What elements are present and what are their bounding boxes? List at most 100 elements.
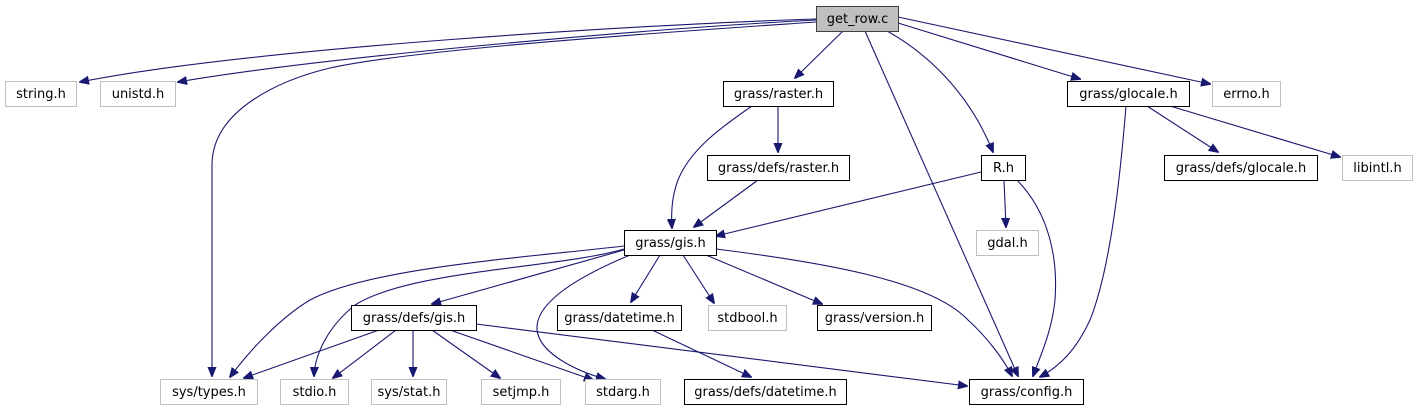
node-grass-defs-glocale-h[interactable]: grass/defs/glocale.h [1164,155,1318,181]
node-grass-defs-datetime-h[interactable]: grass/defs/datetime.h [684,379,847,405]
node-box [557,305,682,331]
node-box [684,379,847,405]
node-sys-types-h: sys/types.h [160,379,258,405]
edge-arrow [682,254,714,303]
edge-arrow [80,18,817,82]
node-label: sys/types.h [172,385,246,400]
edge-arrow [1004,179,1006,227]
edge-get-row-c-to-grass-raster-h [795,30,844,78]
node-R-h[interactable]: R.h [981,155,1026,181]
node-grass-datetime-h[interactable]: grass/datetime.h [557,305,682,331]
edge-arrow [1016,179,1057,376]
edge-grass-gis-h-to-grass-datetime-h [631,254,661,302]
node-grass-config-h[interactable]: grass/config.h [969,379,1084,405]
node-get-row-c[interactable]: get_row.c [816,6,899,32]
edge-arrow [694,179,759,227]
edge-grass-defs-raster-h-to-grass-gis-h [694,179,759,227]
nodes-layer: get_row.c string.h unistd.h grass/raster.h g… [5,6,1413,405]
edge-grass-glocale-h-to-grass-defs-glocale-h [1146,105,1218,152]
edge-arrow [631,254,661,302]
node-box [280,379,349,405]
node-label: grass/defs/raster.h [718,161,839,176]
node-label: grass/raster.h [734,87,823,102]
node-box [585,379,661,405]
edge-arrow [886,30,993,152]
edge-arrow [795,30,844,78]
node-grass-glocale-h[interactable]: grass/glocale.h [1067,81,1190,107]
node-unistd-h: unistd.h [100,81,176,107]
node-label: grass/version.h [825,311,924,326]
edge-grass-glocale-h-to-grass-config-h [1040,105,1127,377]
node-grass-gis-h[interactable]: grass/gis.h [624,230,717,256]
edge-arrow [897,22,1080,79]
edge-get-row-c-to-errno-h [897,16,1210,84]
node-label: setjmp.h [493,385,550,400]
edge-grass-defs-gis-h-to-sys-types-h [244,329,380,378]
edge-grass-gis-h-to-stdbool-h [682,254,714,303]
edge-arrow [178,19,817,82]
edge-arrow [672,105,753,228]
node-string-h: string.h [5,81,77,107]
node-label: stdarg.h [596,385,650,400]
node-label: string.h [16,87,66,102]
edge-R-h-to-gdal-h [1004,179,1006,227]
node-label: sys/stat.h [378,385,441,400]
node-box [371,379,447,405]
edge-grass-gis-h-to-grass-version-h [705,254,822,304]
node-box [708,305,787,331]
edge-arrow [314,248,625,376]
edge-arrow [333,329,397,378]
edge-arrow [897,16,1210,84]
node-grass-raster-h[interactable]: grass/raster.h [723,81,834,107]
node-box [969,379,1084,405]
edge-grass-datetime-h-to-grass-defs-datetime-h [651,329,751,377]
node-gdal-h: gdal.h [976,230,1039,256]
edge-arrow [431,329,500,378]
node-stdio-h: stdio.h [280,379,349,405]
node-label: grass/defs/datetime.h [694,385,837,400]
edge-R-h-to-grass-config-h [1016,179,1057,376]
node-grass-version-h[interactable]: grass/version.h [817,305,932,331]
node-label: gdal.h [987,236,1027,251]
node-grass-defs-gis-h[interactable]: grass/defs/gis.h [351,305,477,331]
node-stdbool-h: stdbool.h [708,305,787,331]
node-box [624,230,717,256]
node-sys-stat-h: sys/stat.h [371,379,447,405]
node-stdarg-h: stdarg.h [585,379,661,405]
edge-arrow [475,323,967,386]
edge-arrow [1040,105,1127,377]
node-grass-defs-raster-h[interactable]: grass/defs/raster.h [707,155,850,181]
node-label: R.h [993,161,1014,176]
edge-grass-gis-h-to-sys-types-h [230,245,625,377]
node-box [481,379,561,405]
edge-R-h-to-grass-gis-h [716,171,982,236]
node-label: errno.h [1223,87,1270,102]
edge-arrow [230,245,625,377]
node-libintl-h: libintl.h [1342,155,1413,181]
edge-get-row-c-to-sys-types-h [212,21,817,376]
edge-get-row-c-to-R-h [886,30,993,152]
edge-arrow [715,248,1012,376]
edge-grass-defs-gis-h-to-stdarg-h [449,329,593,380]
node-label: stdbool.h [717,311,777,326]
node-box [160,379,258,405]
edge-arrow [1169,105,1340,157]
node-label: stdio.h [293,385,337,400]
edge-grass-gis-h-to-grass-defs-gis-h [432,249,625,304]
node-box [723,81,834,107]
edge-arrow [651,329,751,377]
node-setjmp-h: setjmp.h [481,379,561,405]
node-box [1164,155,1318,181]
edge-arrow [716,171,982,236]
node-label: grass/gis.h [635,236,706,251]
edge-grass-defs-gis-h-to-setjmp-h [431,329,500,378]
node-label: unistd.h [112,87,165,102]
edge-grass-defs-gis-h-to-stdio-h [333,329,397,378]
edge-arrow [705,254,822,304]
edge-grass-gis-h-to-stdio-h [314,248,625,376]
edge-arrow [864,30,1018,376]
node-box [5,81,77,107]
edge-grass-gis-h-to-stdarg-h [536,254,631,379]
node-label: grass/defs/gis.h [363,311,465,326]
